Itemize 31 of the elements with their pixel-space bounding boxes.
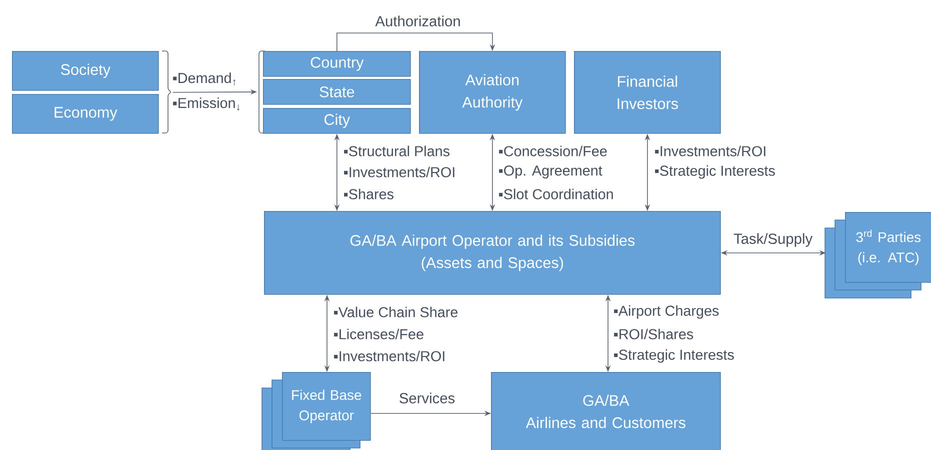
list-item: ▪Concession/Fee <box>499 146 607 156</box>
edge-label: Services <box>398 391 456 405</box>
process-box: Economy <box>12 94 159 134</box>
list-item: ▪Airport Charges <box>614 305 719 319</box>
list-item: ▪Structural Plans <box>344 146 450 156</box>
edge-label: Authorization <box>374 14 462 28</box>
list-item: ▪Strategic Interests <box>655 165 775 179</box>
arrow <box>336 32 496 52</box>
process-box: Financial Investors <box>574 51 721 134</box>
list-item: ▪Investments/ROI <box>344 166 454 178</box>
process-box: State <box>263 79 411 105</box>
process-box: Society <box>12 51 159 91</box>
list-item: ▪Value Chain Share <box>334 306 458 318</box>
list-item: ▪Investments/ROI <box>334 350 444 362</box>
list-item: ▪Emission$_{↓}$ <box>173 98 240 110</box>
process-box: City <box>263 108 411 134</box>
stacked-box: 3$^{rd}$ Parties (i.e. ATC) <box>824 212 931 298</box>
list-item: ▪Op. Agreement <box>499 165 602 179</box>
list-item: ▪Investments/ROI <box>655 146 766 156</box>
list-item: ▪Licenses/Fee <box>334 328 424 340</box>
list-item: ▪Demand$_{↑}$ <box>173 72 236 86</box>
list-item: ▪ROI/Shares <box>614 328 694 340</box>
process-box: GA/BA Airport Operator and its Subsidies (Assets and Spaces) <box>264 211 721 295</box>
stacked-box: Fixed Base Operator <box>262 372 371 450</box>
list-item: ▪Strategic Interests <box>614 349 734 363</box>
process-box: GA/BA Airlines and Customers <box>491 372 721 450</box>
process-box: Aviation Authority <box>419 51 566 134</box>
process-box: Country <box>263 51 411 77</box>
edge-label: Task/Supply <box>732 232 814 248</box>
list-item: ▪Shares <box>344 188 394 200</box>
list-item: ▪Slot Coordination <box>499 188 613 200</box>
